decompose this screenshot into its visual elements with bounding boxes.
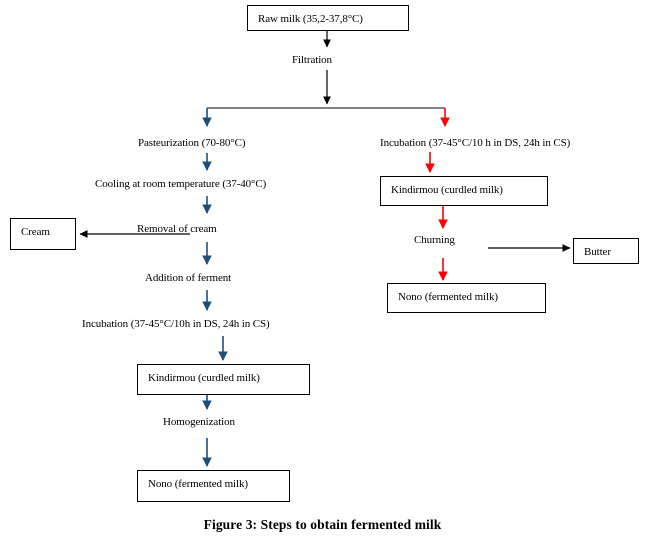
node-homogenization: Homogenization xyxy=(163,416,235,428)
node-nono-left: Nono (fermented milk) xyxy=(137,470,290,502)
node-cream: Cream xyxy=(10,218,76,250)
node-butter-label: Butter xyxy=(584,246,611,258)
node-cream-label: Cream xyxy=(21,226,50,238)
node-raw-milk-label: Raw milk (35,2-37,8°C) xyxy=(258,13,363,25)
node-cooling: Cooling at room temperature (37-40°C) xyxy=(95,178,267,190)
node-kindirmou-left: Kindirmou (curdled milk) xyxy=(137,364,310,395)
node-kindirmou-left-label: Kindirmou (curdled milk) xyxy=(148,372,260,384)
node-addition-of-ferment: Addition of ferment xyxy=(145,272,232,284)
node-removal-of-cream: Removal of cream xyxy=(137,223,217,235)
node-butter: Butter xyxy=(573,238,639,264)
node-incubation-right: Incubation (37-45°C/10 h in DS, 24h in C… xyxy=(380,137,571,149)
node-nono-right: Nono (fermented milk) xyxy=(387,283,546,313)
node-kindirmou-right: Kindirmou (curdled milk) xyxy=(380,176,548,206)
node-incubation-left: Incubation (37-45°C/10h in DS, 24h in CS… xyxy=(82,318,270,330)
node-raw-milk: Raw milk (35,2-37,8°C) xyxy=(247,5,409,31)
node-kindirmou-right-label: Kindirmou (curdled milk) xyxy=(391,184,503,196)
node-pasteurization: Pasteurization (70-80°C) xyxy=(138,137,246,149)
node-nono-right-label: Nono (fermented milk) xyxy=(398,291,498,303)
node-filtration: Filtration xyxy=(292,54,332,66)
node-churning: Churning xyxy=(414,234,455,246)
figure-caption: Figure 3: Steps to obtain fermented milk xyxy=(203,517,442,532)
node-nono-left-label: Nono (fermented milk) xyxy=(148,478,248,490)
